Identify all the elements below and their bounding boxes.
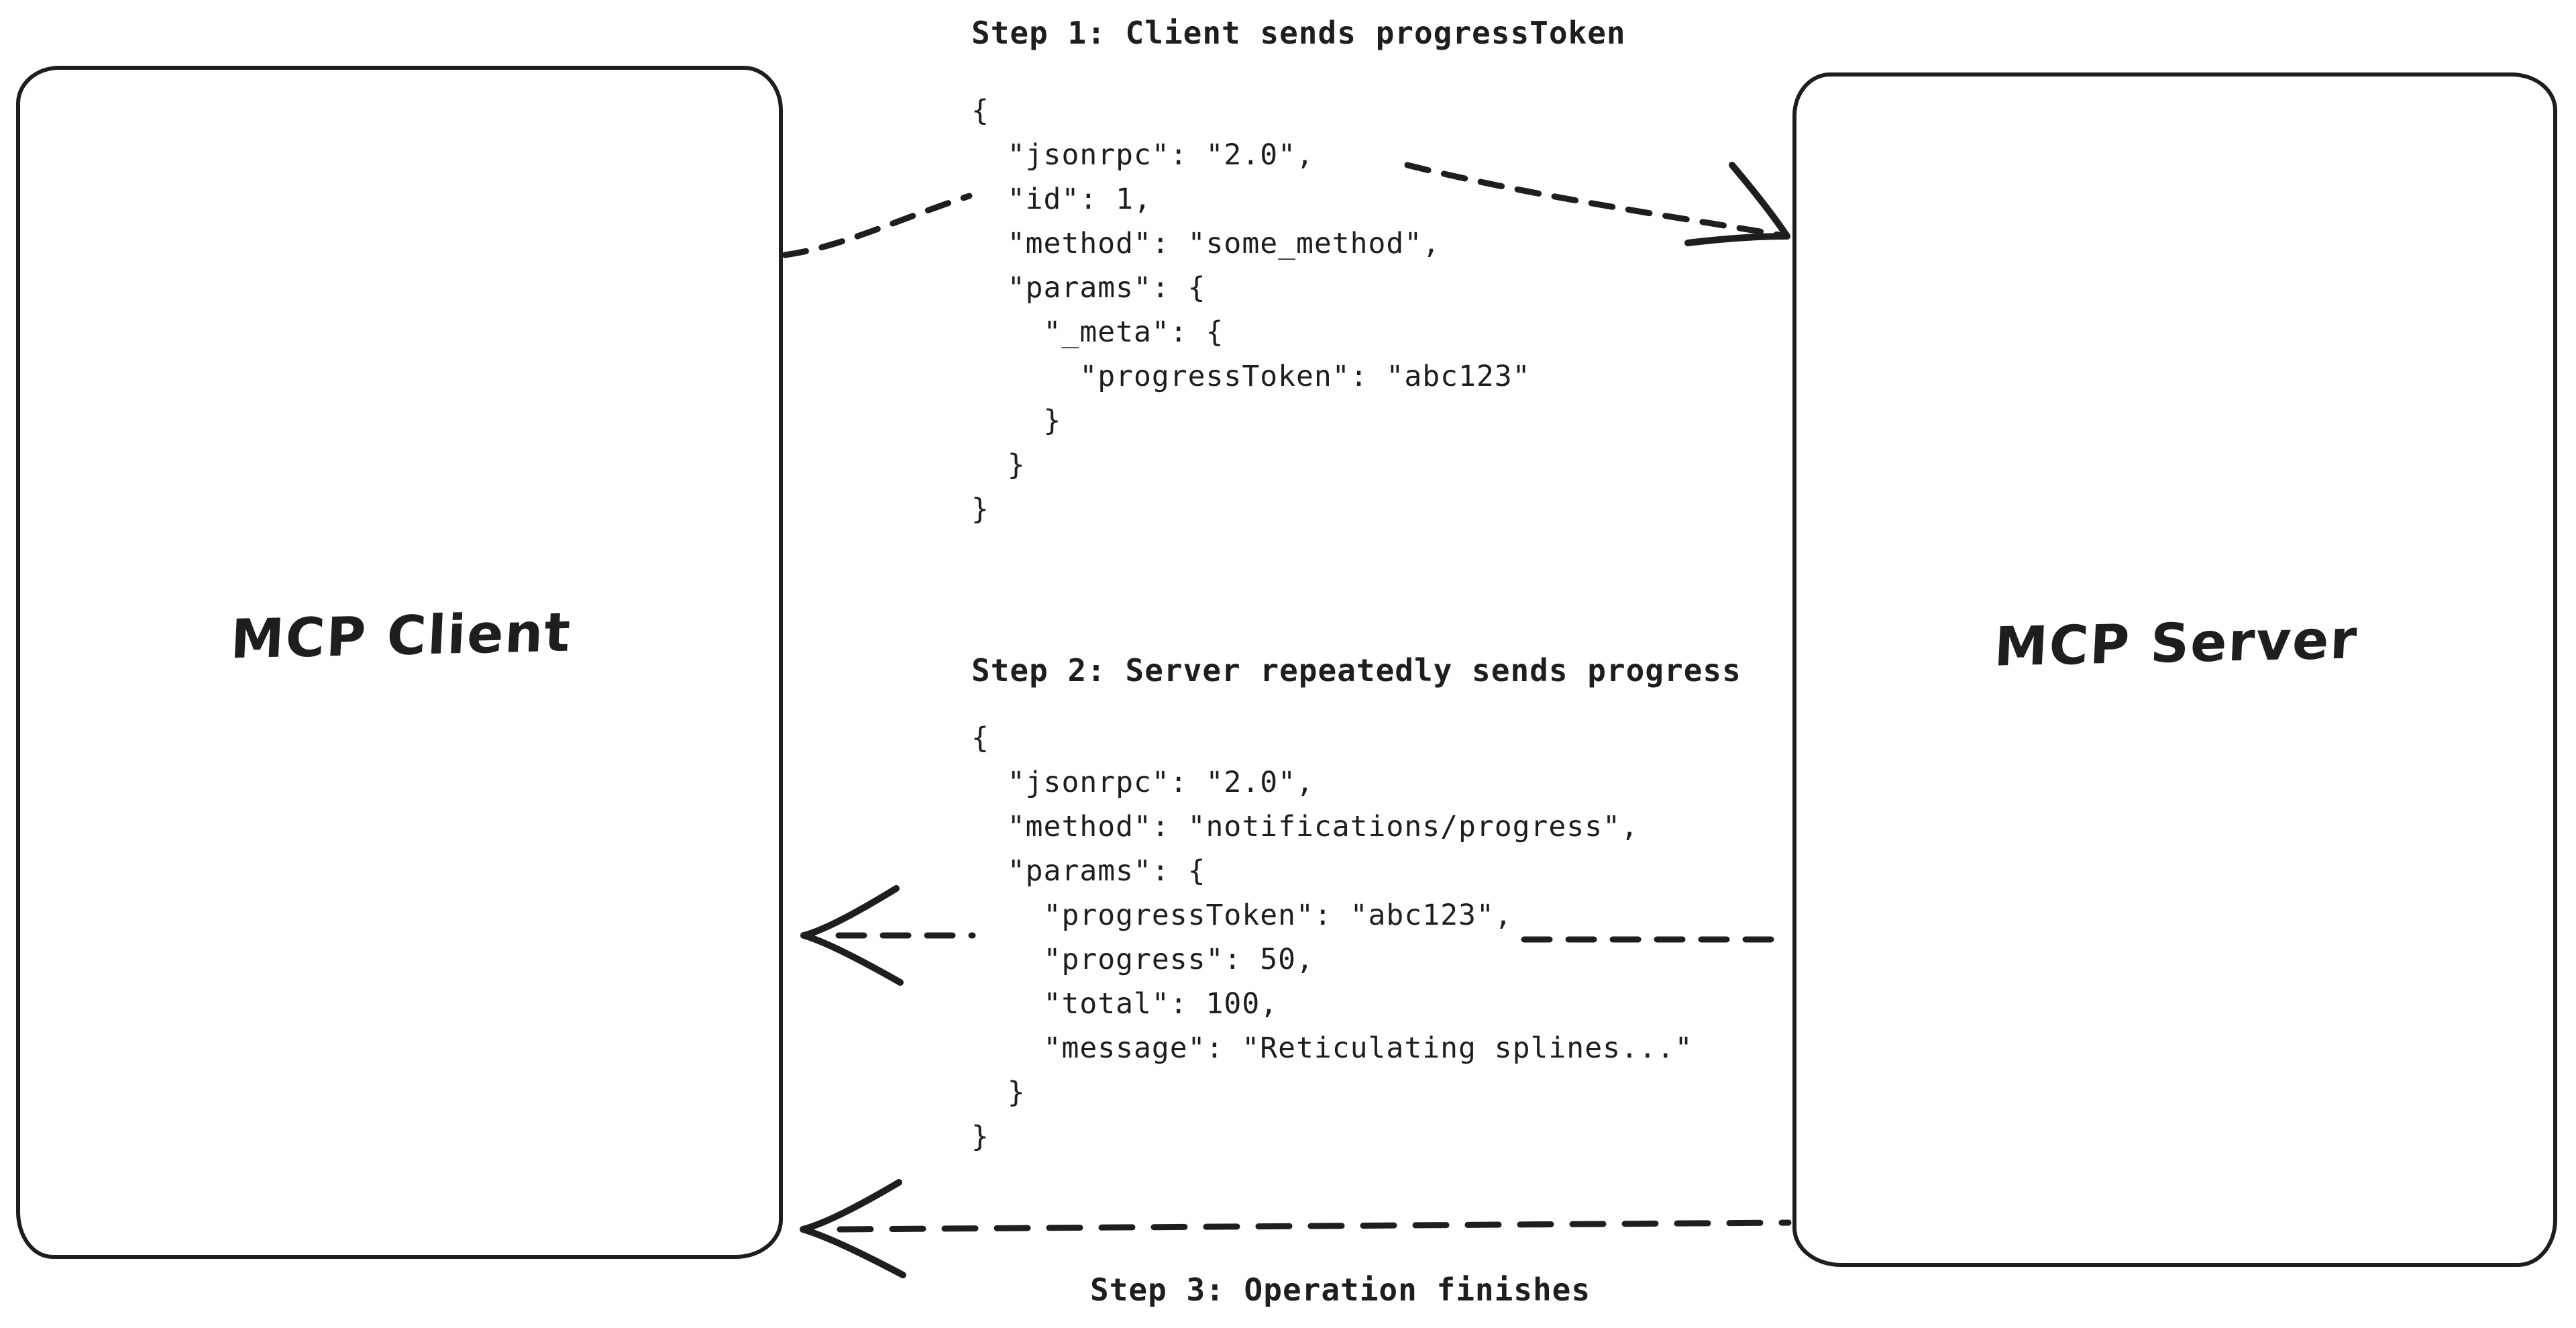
mcp-client-label: MCP Client [229,601,573,670]
mcp-server-box: MCP Server [1792,72,2557,1267]
step3-arrowhead-icon [800,1179,906,1278]
step3-title: Step 3: Operation finishes [1090,1272,1591,1308]
step1-json-code: { "jsonrpc": "2.0", "id": 1, "method": "… [971,94,1531,526]
mcp-client-box: MCP Client [16,66,783,1259]
step2-json-code: { "jsonrpc": "2.0", "method": "notificat… [971,721,1693,1154]
step3-arrow-dashes [837,1219,1792,1233]
step1-arrowhead-icon [1684,162,1790,246]
step1-title: Step 1: Client sends progressToken [971,15,1626,51]
mcp-server-label: MCP Server [1992,607,2360,678]
step2-arrowhead-icon [800,885,904,986]
step1-arrow-left-segment [782,193,973,258]
step2-title: Step 2: Server repeatedly sends progress [971,652,1741,688]
